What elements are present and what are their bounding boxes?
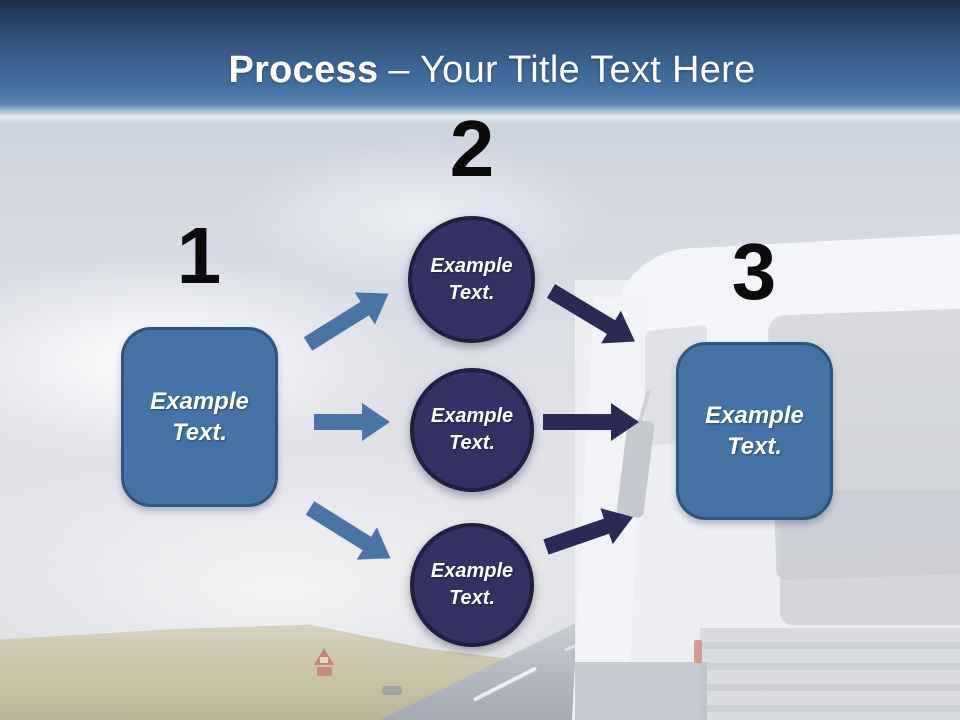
step3-box-label: Example Text.	[705, 401, 804, 460]
step1-number: 1	[176, 211, 222, 300]
step2-circle-bottom-label: Example Text.	[430, 560, 514, 609]
arrow-circle-top-to-step3	[546, 284, 636, 344]
step1-box: Example Text.	[121, 327, 278, 507]
step2-circle-middle-label: Example Text.	[430, 405, 514, 454]
step3-box: Example Text.	[676, 342, 833, 520]
step3-number: 3	[731, 227, 777, 316]
arrow-circle-middle-to-step3	[543, 403, 639, 441]
arrow-step1-to-circle-top	[303, 292, 389, 351]
step1-box-label: Example Text.	[150, 387, 249, 446]
arrow-step1-to-circle-middle	[314, 403, 390, 441]
warning-sign-icon	[314, 648, 334, 665]
truck-marker-light	[694, 640, 702, 663]
warning-sign-icon	[320, 657, 328, 663]
truck-bumper	[575, 662, 707, 720]
truck-grille	[700, 628, 960, 720]
step2-number: 2	[449, 104, 495, 193]
arrow-circle-bottom-to-step3	[543, 508, 633, 555]
arrow-step1-to-circle-bottom	[305, 501, 391, 560]
slide-title: Process– Your Title Text Here	[0, 51, 960, 89]
title-text: – Your Title Text Here	[388, 49, 756, 91]
distant-car	[382, 686, 402, 695]
title-banner	[0, 0, 960, 124]
step2-circle-bottom: Example Text.	[410, 523, 534, 647]
step2-circle-top: Example Text.	[408, 216, 535, 343]
warning-sign-plate	[317, 667, 332, 676]
step2-circle-middle: Example Text.	[410, 368, 534, 492]
title-emphasis: Process	[228, 49, 379, 91]
step2-circle-top-label: Example Text.	[430, 254, 513, 304]
